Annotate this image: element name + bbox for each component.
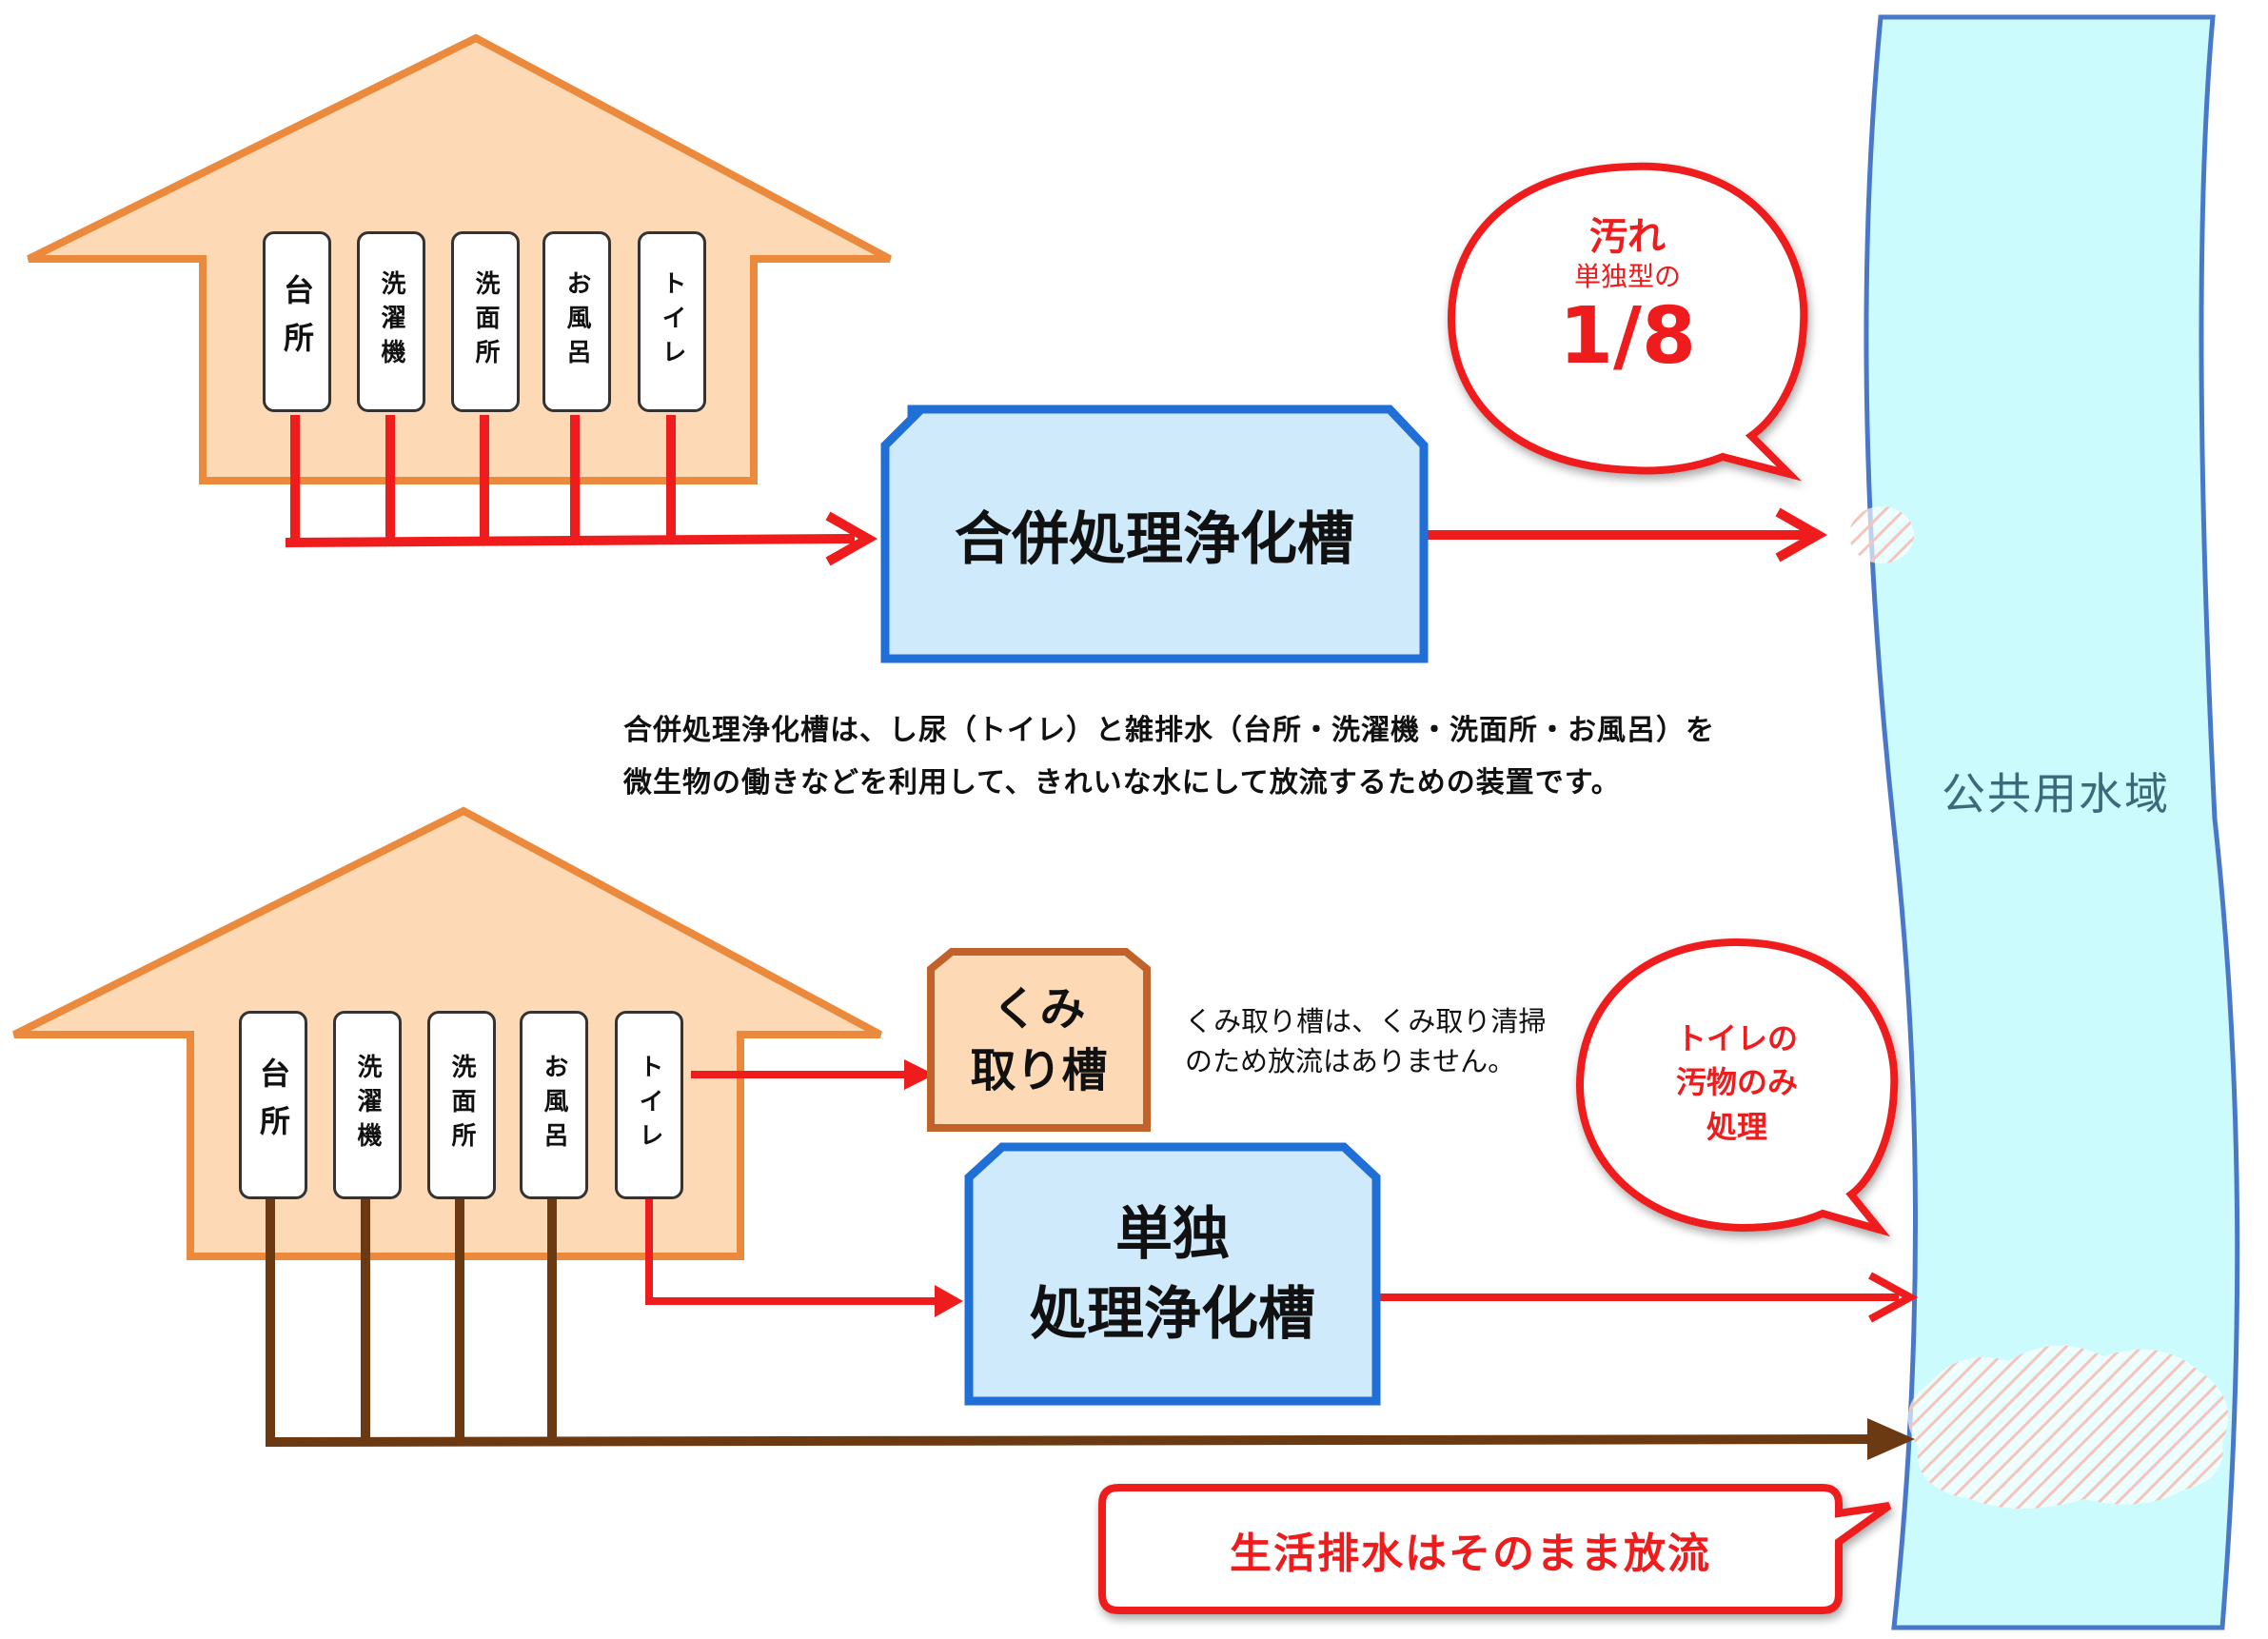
kumitori-note-line1: くみ取り槽は、くみ取り清掃	[1185, 1005, 1547, 1037]
description-line2: 微生物の働きなどを利用して、きれいな水にして放流するための装置です。	[623, 766, 1621, 800]
combined-tank-label: 合併処理浄化槽	[955, 505, 1354, 573]
room-bath: お風呂	[520, 1011, 588, 1199]
room-bath: お風呂	[542, 231, 611, 412]
room-washroom: 洗面所	[451, 231, 520, 412]
room-toilet: トイレ	[638, 231, 706, 412]
pollution-large	[1907, 1345, 2229, 1509]
bubble-bottom-text: トイレの 汚物のみ 処理	[1599, 1017, 1875, 1149]
single-tank-label: 単独 処理浄化槽	[969, 1147, 1376, 1401]
arrow-single-to-river	[1868, 1272, 1919, 1323]
speech-bubble-top	[1447, 162, 1808, 482]
arrow-combined-to-river	[1775, 507, 1828, 563]
arrow-to-kumitori	[904, 1059, 935, 1090]
room-toilet: トイレ	[615, 1011, 683, 1199]
room-kitchen: 台所	[239, 1011, 307, 1199]
arrow-to-combined-tank	[825, 511, 878, 566]
callout-box	[1098, 1484, 1892, 1614]
bubble-top-sub: 単独型の	[1573, 261, 1681, 292]
room-washing-machine: 洗濯機	[333, 1011, 402, 1199]
kumitori-tank-shape	[927, 948, 1151, 1132]
bubble-bottom-line3: 処理	[1706, 1108, 1767, 1145]
single-line1: 単独	[1115, 1200, 1230, 1268]
room-washing-machine: 洗濯機	[357, 231, 425, 412]
arrow-to-single-tank	[935, 1285, 963, 1317]
single-tank-shape	[964, 1142, 1381, 1406]
kumitori-line2: 取り槽	[970, 1043, 1108, 1097]
top-drain-pipes	[285, 415, 856, 547]
bubble-top-title: 汚れ	[1589, 215, 1666, 259]
room-kitchen: 台所	[263, 231, 331, 412]
river-label: 公共用水域	[1942, 768, 2170, 820]
bottom-graywater-pipes	[265, 1197, 1895, 1447]
kumitori-tank-label: くみ 取り槽	[931, 952, 1147, 1128]
bubble-bottom-line2: 汚物のみ	[1675, 1064, 1798, 1101]
kumitori-line1: くみ	[992, 981, 1086, 1036]
bubble-top-value: 1/8	[1558, 291, 1697, 383]
single-line2: 処理浄化槽	[1030, 1280, 1315, 1348]
bubble-bottom-line1: トイレの	[1675, 1020, 1798, 1056]
speech-bubble-bottom	[1575, 938, 1899, 1237]
kumitori-note-line2: のため放流はありません。	[1185, 1045, 1516, 1077]
room-washroom: 洗面所	[427, 1011, 496, 1199]
bubble-top-text: 汚れ 単独型の 1/8	[1480, 214, 1775, 381]
description-line1: 合併処理浄化槽は、し尿（トイレ）と雑排水（台所・洗濯機・洗面所・お風呂）を	[623, 714, 1715, 747]
brown-arrowhead	[1867, 1418, 1915, 1460]
callout-text: 生活排水はそのまま放流	[1230, 1530, 1711, 1578]
pollution-small	[1849, 506, 1914, 563]
